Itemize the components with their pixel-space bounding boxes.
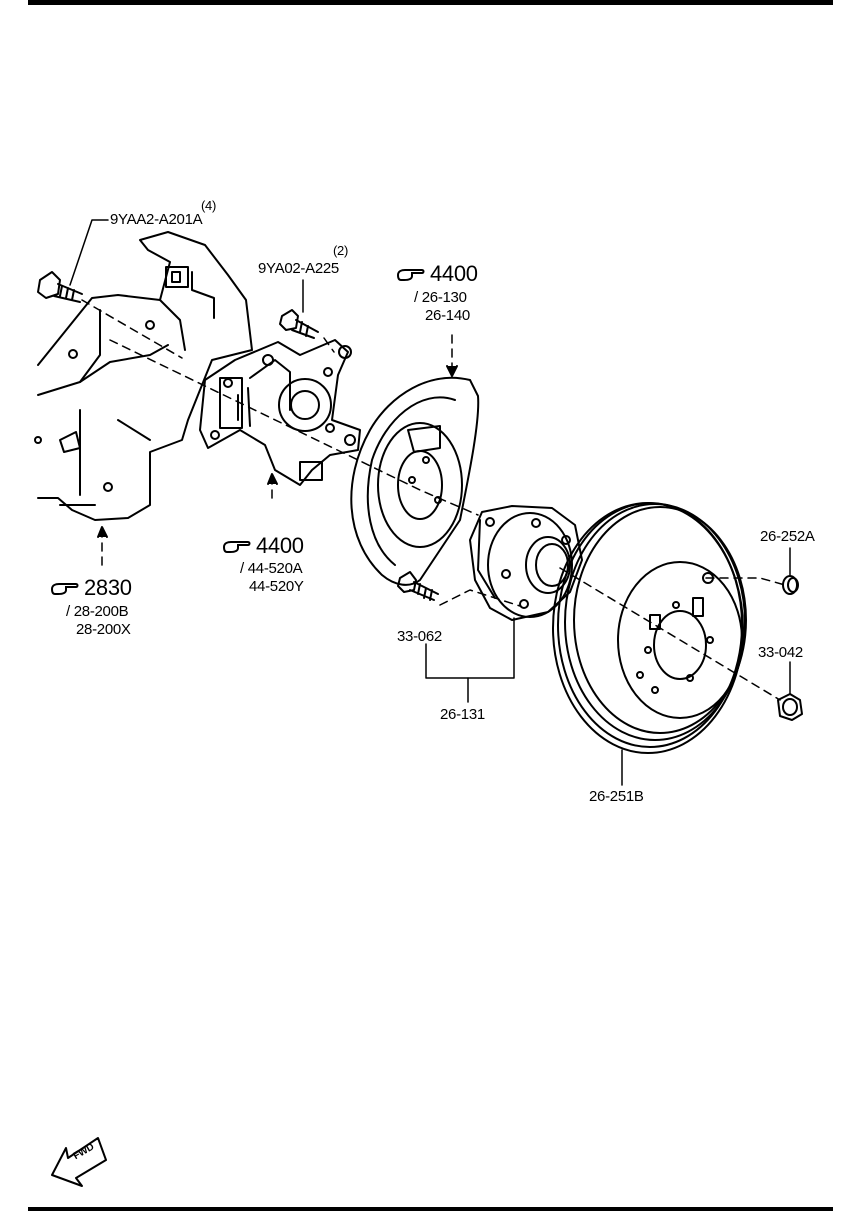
knuckle-bolt [37, 271, 83, 303]
top-rule [28, 0, 833, 5]
shield-reference-page: 4400 [430, 261, 478, 286]
hub-assembly [469, 505, 583, 621]
backing-plate [199, 339, 361, 486]
knuckle-bolt-label: 9YAA2-A201A [110, 211, 203, 228]
assembly-lines [81, 299, 786, 701]
hub-bolt-label: 33-062 [397, 628, 442, 645]
bottom-rule [28, 1207, 833, 1211]
caliper-part-1: / 44-520A [240, 560, 303, 577]
plate-bolt-label: 9YA02-A225 [258, 260, 339, 277]
pointing-hand-icon [222, 541, 251, 553]
knuckle-part-2: 28-200X [76, 621, 131, 638]
brake-disc [552, 502, 747, 754]
knuckle-part [34, 231, 253, 521]
lock-nut-label: 33-042 [758, 644, 803, 661]
dust-shield [350, 376, 480, 586]
knuckle-reference-page: 2830 [84, 575, 132, 600]
dust-cap [782, 575, 799, 595]
disc-label: 26-251B [589, 788, 644, 805]
plate-bolt-qty: (2) [333, 243, 348, 258]
hub-assembly-label: 26-131 [440, 706, 485, 723]
pointing-hand-icon [50, 583, 79, 595]
plate-bolt [279, 309, 319, 339]
knuckle-reference[interactable]: 2830 [50, 576, 132, 600]
knuckle-bolt-qty: (4) [201, 198, 216, 213]
caliper-reference-page: 4400 [256, 533, 304, 558]
shield-part-1: / 26-130 [414, 289, 467, 306]
caliper-reference[interactable]: 4400 [222, 534, 304, 558]
knuckle-part-1: / 28-200B [66, 603, 129, 620]
lock-nut [777, 693, 803, 721]
caliper-part-2: 44-520Y [249, 578, 304, 595]
cap-label: 26-252A [760, 528, 815, 545]
pointing-hand-icon [396, 269, 425, 281]
shield-part-2: 26-140 [425, 307, 470, 324]
fwd-arrow-icon [51, 1137, 107, 1187]
shield-reference[interactable]: 4400 [396, 262, 478, 286]
hub-bolt [397, 571, 439, 601]
